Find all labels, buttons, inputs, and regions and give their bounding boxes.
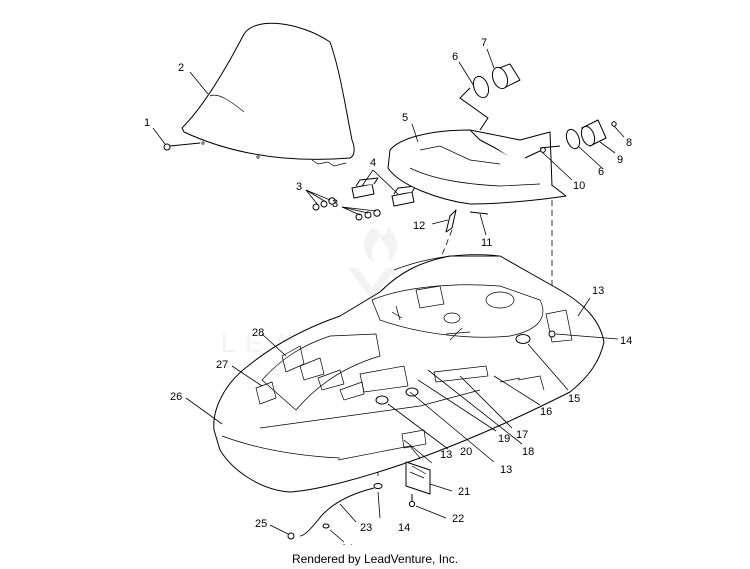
callout-19: 19 xyxy=(498,433,510,445)
callout-13-right: 13 xyxy=(592,285,604,297)
hardware-set-lower[interactable] xyxy=(355,209,381,221)
callout-11: 11 xyxy=(481,237,492,249)
callout-14-right: 14 xyxy=(620,335,632,347)
hardware-set-upper[interactable] xyxy=(312,197,336,211)
callout-4: 4 xyxy=(370,157,376,169)
callout-2: 2 xyxy=(178,62,184,74)
callout-3-lower: 3 xyxy=(332,198,338,210)
gauge-cable xyxy=(459,87,489,131)
callout-labels: 1 2 3 3 4 5 6 7 6 8 9 10 11 12 13 13 13 … xyxy=(144,37,632,545)
callout-18: 18 xyxy=(522,446,534,458)
clip-24[interactable] xyxy=(322,523,330,529)
plate-21[interactable] xyxy=(405,461,431,495)
windshield-brackets[interactable] xyxy=(351,177,417,207)
screw-22[interactable] xyxy=(408,494,416,508)
gauge-ring-lower[interactable] xyxy=(564,128,582,151)
windshield-part[interactable] xyxy=(181,22,355,167)
strip-12[interactable] xyxy=(445,209,457,233)
rivet-14-upper[interactable] xyxy=(548,330,556,338)
fastener-20[interactable] xyxy=(375,395,389,405)
cable-23[interactable] xyxy=(299,487,375,537)
callout-5: 5 xyxy=(402,112,408,124)
callout-13-lower: 13 xyxy=(500,464,512,476)
screw-25[interactable] xyxy=(287,532,295,540)
callout-13-center: 13 xyxy=(440,449,452,461)
callout-14-bottom: 14 xyxy=(398,522,410,534)
gauge-body-9[interactable] xyxy=(579,119,607,147)
windshield-screw[interactable] xyxy=(163,142,201,151)
grommet-15[interactable] xyxy=(515,334,531,344)
callout-26: 26 xyxy=(170,391,182,403)
callout-15: 15 xyxy=(568,393,580,405)
callout-6-lower: 6 xyxy=(598,166,604,178)
rivet-14-lower[interactable] xyxy=(373,483,383,489)
gauge-housing-7[interactable] xyxy=(490,63,521,91)
callout-6-upper: 6 xyxy=(452,51,458,63)
callout-23: 23 xyxy=(360,522,372,534)
footer-credit: Rendered by LeadVenture, Inc. xyxy=(291,552,459,566)
bulb-8[interactable] xyxy=(611,121,617,127)
alignment-line-left xyxy=(439,229,453,261)
callout-27: 27 xyxy=(216,359,228,371)
callout-1: 1 xyxy=(144,117,150,129)
exploded-parts-diagram: LEADVENTURE xyxy=(144,22,632,545)
hood-main-body[interactable] xyxy=(213,254,605,493)
callout-16: 16 xyxy=(540,406,552,418)
callout-10: 10 xyxy=(573,180,585,192)
callout-25: 25 xyxy=(255,518,267,530)
callout-9: 9 xyxy=(617,154,623,166)
gauge-ring-upper[interactable] xyxy=(471,74,492,99)
callout-7: 7 xyxy=(481,37,487,49)
grommet-19[interactable] xyxy=(405,387,419,397)
callout-24: 24 xyxy=(341,543,353,545)
callout-20: 20 xyxy=(460,446,472,458)
callout-22: 22 xyxy=(452,513,464,525)
callout-21: 21 xyxy=(458,486,470,498)
callout-3-upper: 3 xyxy=(296,181,302,193)
dash-console-part[interactable] xyxy=(387,129,567,205)
callout-17: 17 xyxy=(516,429,528,441)
callout-8: 8 xyxy=(626,137,632,149)
callout-leaders xyxy=(152,48,625,543)
callout-12: 12 xyxy=(413,220,425,232)
rod-11[interactable] xyxy=(469,211,489,215)
callout-28: 28 xyxy=(252,327,264,339)
